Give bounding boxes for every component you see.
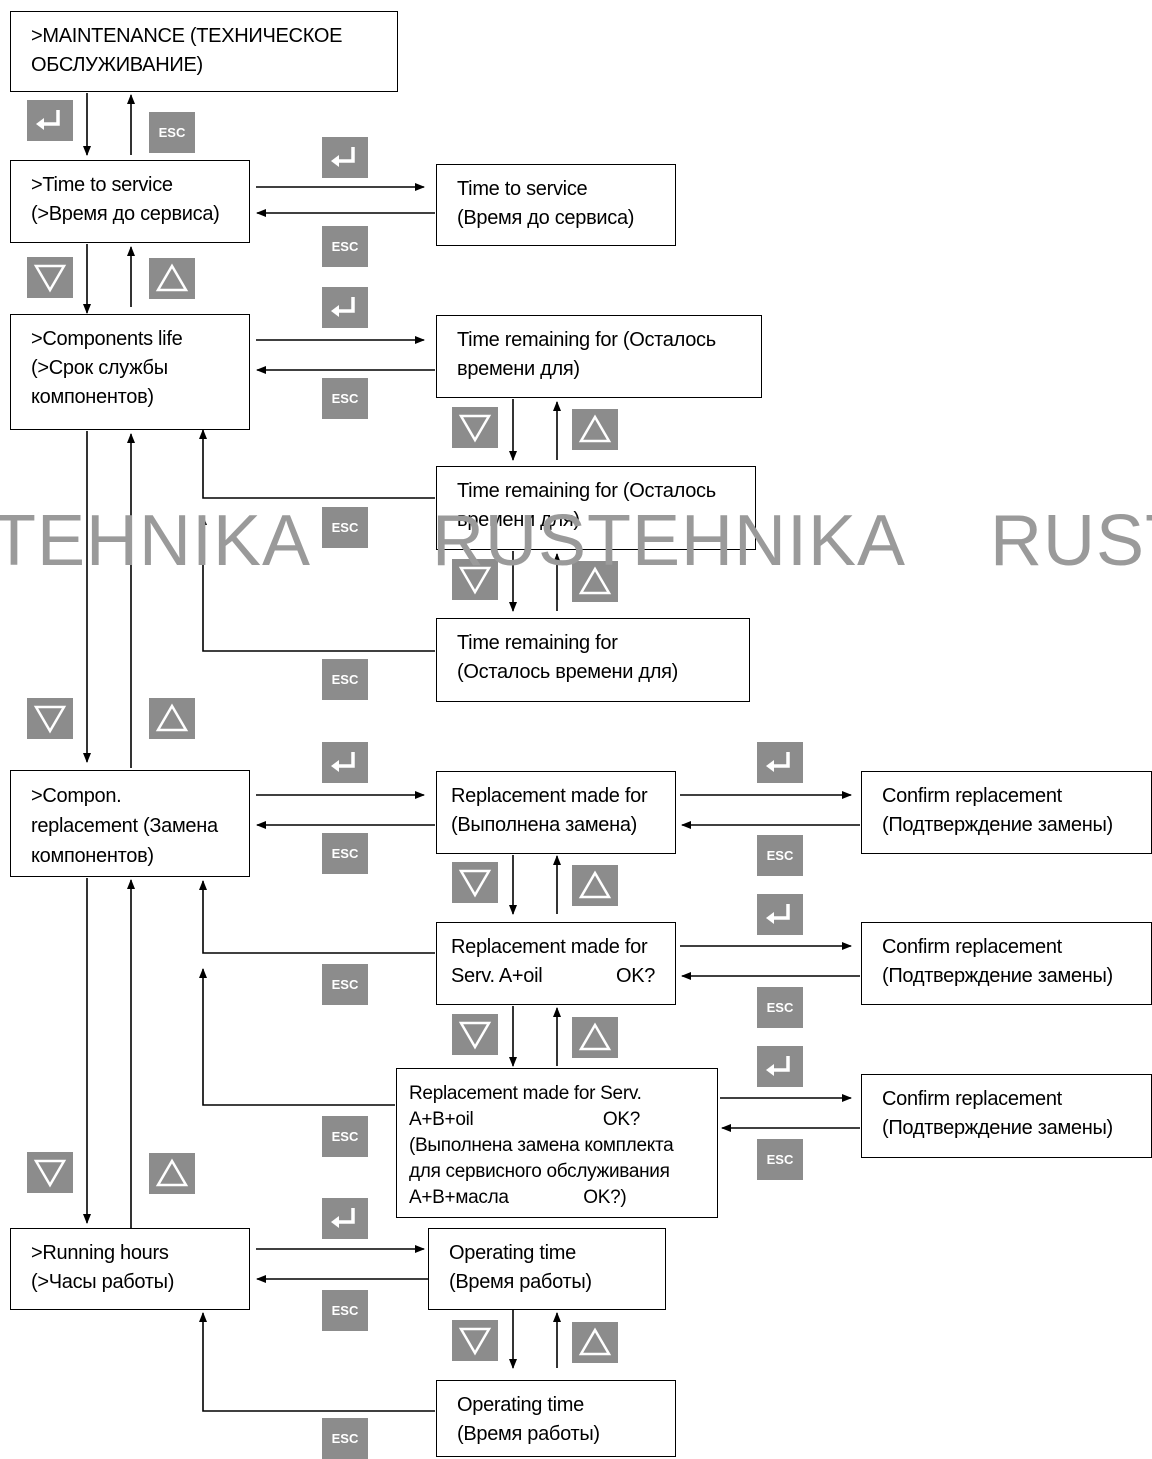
- components-life-menu-text: >Components life (>Срок службы компонент…: [31, 328, 183, 408]
- confirm-replacement-box-2: Confirm replacement (Подтверждение замен…: [861, 922, 1152, 1005]
- esc-key-icon[interactable]: ESC: [322, 1418, 368, 1459]
- esc-key-icon[interactable]: ESC: [322, 226, 368, 267]
- time-to-service-screen-box: Time to service (Время до сервиса): [436, 164, 676, 246]
- enter-key-icon[interactable]: [322, 287, 368, 328]
- esc-key-icon[interactable]: ESC: [322, 1290, 368, 1331]
- esc-key-icon[interactable]: ESC: [322, 507, 368, 548]
- up-key-icon[interactable]: [149, 258, 195, 299]
- watermark-left: TEHNIKA: [0, 501, 312, 581]
- esc-key-label: ESC: [331, 391, 359, 406]
- enter-key-icon[interactable]: [322, 137, 368, 178]
- time-to-service-menu-box[interactable]: >Time to service (>Время до сервиса): [10, 160, 250, 243]
- up-key-icon[interactable]: [572, 409, 618, 450]
- replacement-made-text-2: Replacement made for Serv. A+oil OK?: [451, 936, 656, 987]
- confirm-replacement-text-3: Confirm replacement (Подтверждение замен…: [882, 1088, 1113, 1139]
- esc-key-label: ESC: [766, 1152, 794, 1167]
- maintenance-menu-text: >MAINTENANCE (ТЕХНИЧЕСКОЕ ОБСЛУЖИВАНИЕ): [31, 25, 343, 76]
- up-key-icon[interactable]: [149, 698, 195, 739]
- operating-time-box-2: Operating time (Время работы): [436, 1380, 676, 1457]
- operating-time-text-1: Operating time (Время работы): [449, 1242, 592, 1293]
- down-key-icon[interactable]: [27, 1152, 73, 1193]
- up-key-icon[interactable]: [572, 865, 618, 906]
- replacement-made-text-3: Replacement made for Serv. A+B+oil OK? (…: [409, 1083, 674, 1208]
- esc-key-label: ESC: [331, 672, 359, 687]
- replacement-made-box-1: Replacement made for (Выполнена замена): [436, 771, 676, 854]
- time-remaining-text-1: Time remaining for (Осталось времени для…: [457, 329, 716, 380]
- esc-key-icon[interactable]: ESC: [149, 112, 195, 153]
- esc-key-icon[interactable]: ESC: [757, 1139, 803, 1180]
- up-key-icon[interactable]: [572, 1322, 618, 1363]
- down-key-icon[interactable]: [452, 862, 498, 903]
- components-life-menu-box[interactable]: >Components life (>Срок службы компонент…: [10, 314, 250, 430]
- maintenance-menu-box[interactable]: >MAINTENANCE (ТЕХНИЧЕСКОЕ ОБСЛУЖИВАНИЕ): [10, 11, 398, 92]
- down-key-icon[interactable]: [452, 559, 498, 600]
- esc-key-icon[interactable]: ESC: [322, 378, 368, 419]
- time-to-service-menu-text: >Time to service (>Время до сервиса): [31, 174, 220, 225]
- down-key-icon[interactable]: [27, 698, 73, 739]
- esc-key-label: ESC: [331, 1303, 359, 1318]
- enter-key-icon[interactable]: [322, 742, 368, 783]
- time-remaining-text-2: Time remaining for (Осталось времени для…: [457, 480, 716, 531]
- esc-key-label: ESC: [766, 848, 794, 863]
- enter-key-icon[interactable]: [757, 742, 803, 783]
- esc-key-icon[interactable]: ESC: [322, 1116, 368, 1157]
- running-hours-menu-box[interactable]: >Running hours (>Часы работы): [10, 1228, 250, 1310]
- esc-key-icon[interactable]: ESC: [322, 833, 368, 874]
- down-key-icon[interactable]: [27, 257, 73, 298]
- operating-time-box-1: Operating time (Время работы): [428, 1228, 666, 1310]
- time-remaining-box-1: Time remaining for (Осталось времени для…: [436, 315, 762, 398]
- time-to-service-screen-text: Time to service (Время до сервиса): [457, 178, 635, 229]
- esc-key-icon[interactable]: ESC: [757, 835, 803, 876]
- esc-key-label: ESC: [331, 977, 359, 992]
- replacement-made-box-3: Replacement made for Serv. A+B+oil OK? (…: [396, 1068, 718, 1218]
- confirm-replacement-text-1: Confirm replacement (Подтверждение замен…: [882, 785, 1113, 836]
- compon-replacement-menu-box[interactable]: >Compon. replacement (Замена компонентов…: [10, 770, 250, 877]
- confirm-replacement-box-3: Confirm replacement (Подтверждение замен…: [861, 1074, 1152, 1158]
- up-key-icon[interactable]: [572, 1017, 618, 1058]
- up-key-icon[interactable]: [149, 1153, 195, 1194]
- enter-key-icon[interactable]: [757, 1046, 803, 1087]
- esc-key-icon[interactable]: ESC: [322, 964, 368, 1005]
- running-hours-menu-text: >Running hours (>Часы работы): [31, 1242, 175, 1293]
- enter-key-icon[interactable]: [27, 100, 73, 141]
- esc-key-icon[interactable]: ESC: [757, 987, 803, 1028]
- enter-key-icon[interactable]: [322, 1198, 368, 1239]
- down-key-icon[interactable]: [452, 1014, 498, 1055]
- esc-key-label: ESC: [331, 1431, 359, 1446]
- up-key-icon[interactable]: [572, 561, 618, 602]
- enter-key-icon[interactable]: [757, 894, 803, 935]
- esc-key-label: ESC: [331, 1129, 359, 1144]
- time-remaining-text-3: Time remaining for (Осталось времени для…: [457, 632, 679, 683]
- esc-key-icon[interactable]: ESC: [322, 659, 368, 700]
- confirm-replacement-text-2: Confirm replacement (Подтверждение замен…: [882, 936, 1113, 987]
- esc-key-label: ESC: [331, 239, 359, 254]
- esc-key-label: ESC: [766, 1000, 794, 1015]
- compon-replacement-menu-text: >Compon. replacement (Замена компонентов…: [31, 785, 218, 867]
- down-key-icon[interactable]: [452, 1320, 498, 1361]
- esc-key-label: ESC: [158, 125, 186, 140]
- down-key-icon[interactable]: [452, 407, 498, 448]
- esc-key-label: ESC: [331, 846, 359, 861]
- replacement-made-box-2: Replacement made for Serv. A+oil OK?: [436, 922, 676, 1005]
- confirm-replacement-box-1: Confirm replacement (Подтверждение замен…: [861, 771, 1152, 854]
- time-remaining-box-3: Time remaining for (Осталось времени для…: [436, 618, 750, 702]
- replacement-made-text-1: Replacement made for (Выполнена замена): [451, 785, 648, 836]
- esc-key-label: ESC: [331, 520, 359, 535]
- watermark-right: RUST: [990, 501, 1152, 581]
- operating-time-text-2: Operating time (Время работы): [457, 1394, 600, 1445]
- watermark-center: RUSTEHNIKA: [432, 501, 907, 581]
- time-remaining-box-2: Time remaining for (Осталось времени для…: [436, 466, 756, 550]
